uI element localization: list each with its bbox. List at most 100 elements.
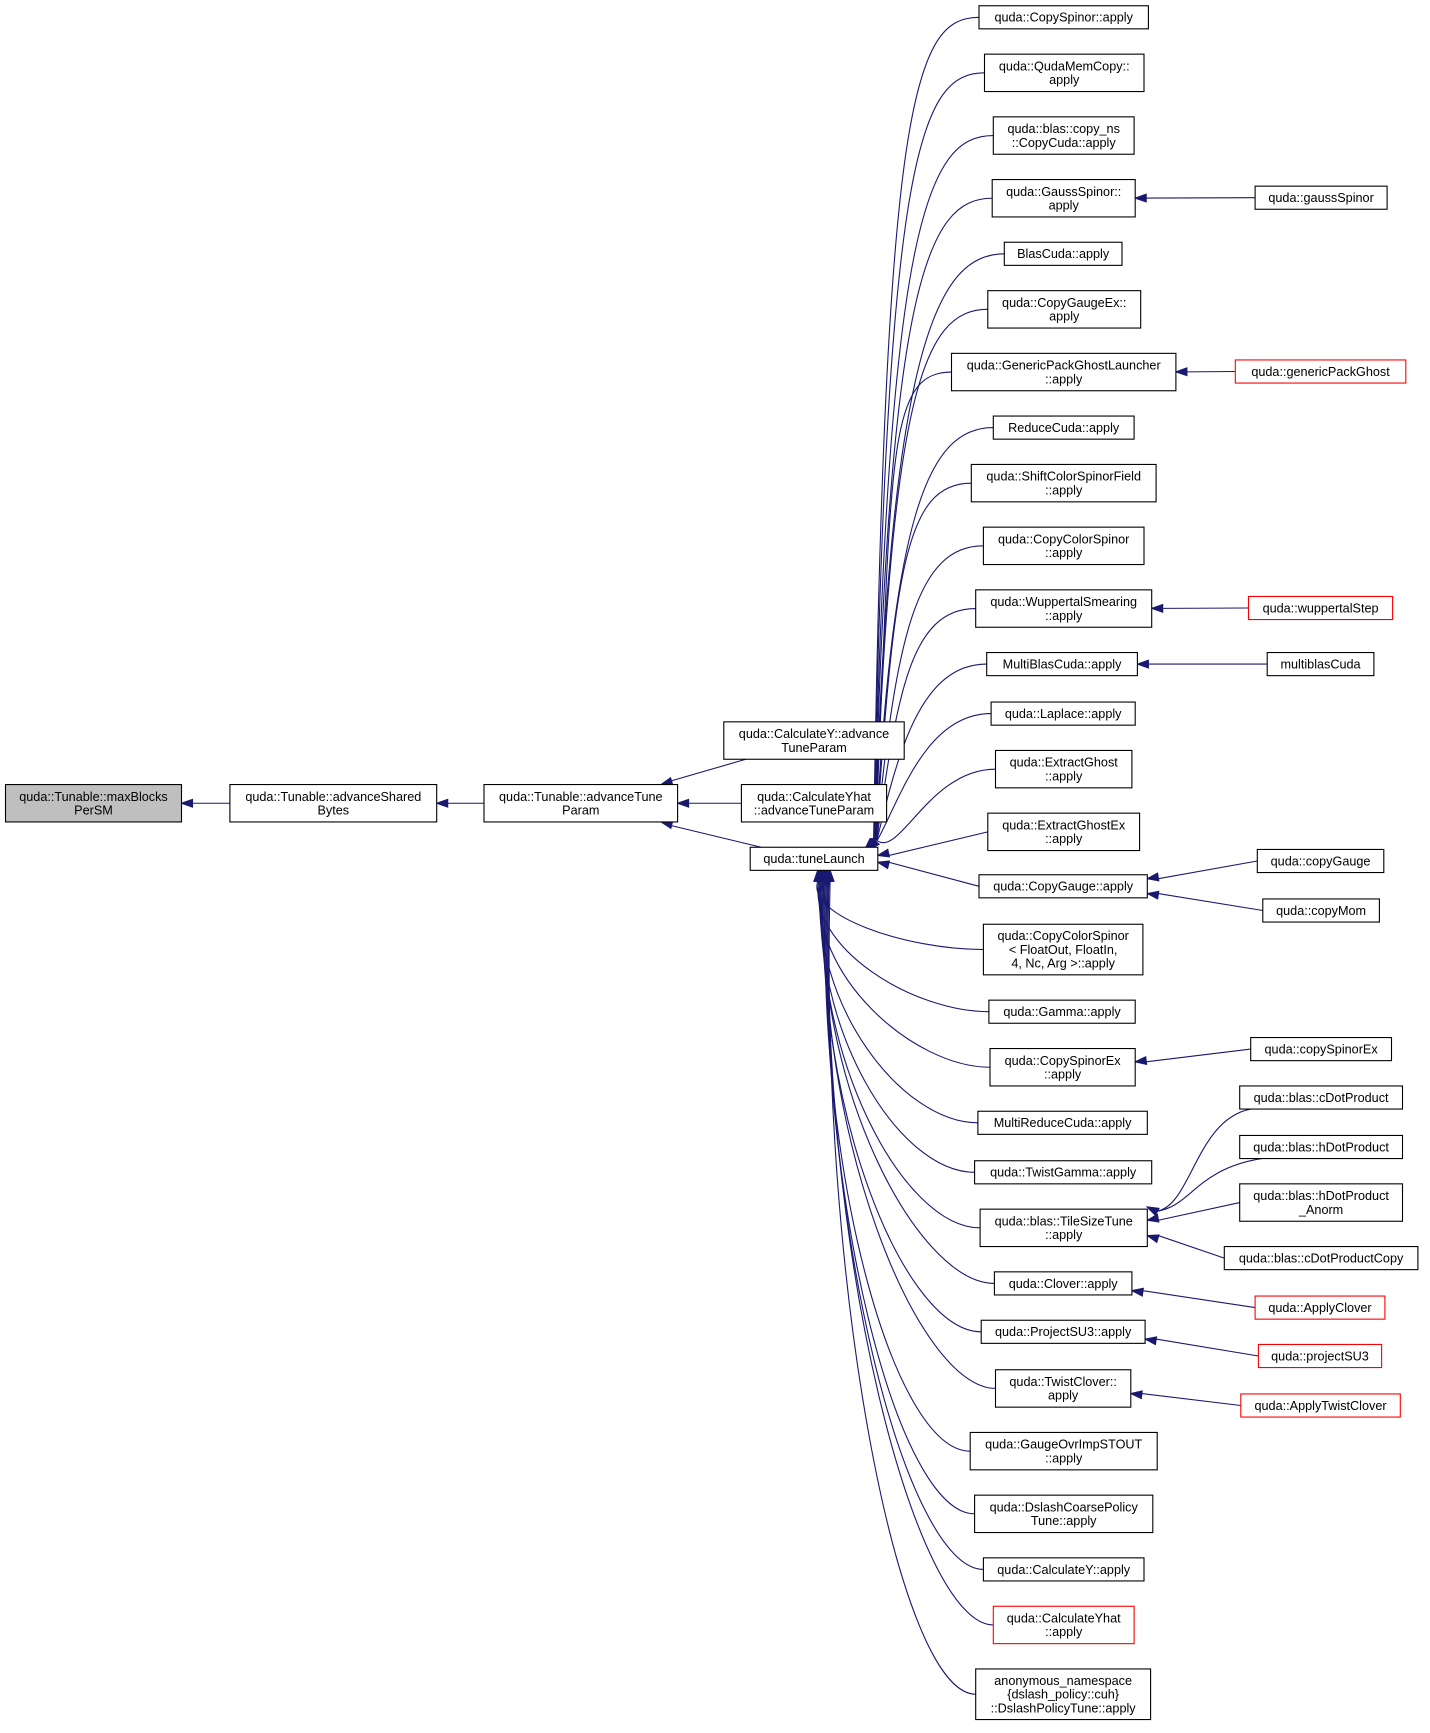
node-box[interactable] <box>1266 652 1375 677</box>
node-box[interactable] <box>1254 185 1388 210</box>
node-box[interactable] <box>1239 1134 1404 1160</box>
node-box[interactable] <box>991 179 1136 218</box>
node-box[interactable] <box>1234 359 1407 384</box>
node-copy-cuda-apply[interactable]: quda::blas::copy_ns::CopyCuda::apply <box>992 116 1135 155</box>
node-gamma-apply[interactable]: quda::Gamma::apply <box>988 999 1136 1024</box>
node-box[interactable] <box>993 1271 1133 1296</box>
node-copy-spinor-ex-apply[interactable]: quda::CopySpinorEx::apply <box>989 1048 1136 1087</box>
node-calculate-y-apply[interactable]: quda::CalculateY::apply <box>982 1557 1145 1582</box>
node-wuppertal-step[interactable]: quda::wuppertalStep <box>1247 595 1394 621</box>
node-box[interactable] <box>483 784 679 823</box>
node-gauss-spinor[interactable]: quda::gaussSpinor <box>1254 185 1388 210</box>
node-copy-gauge-ex-apply[interactable]: quda::CopyGaugeEx::apply <box>987 290 1142 329</box>
node-copy-gauge-apply[interactable]: quda::CopyGauge::apply <box>978 874 1148 899</box>
node-box[interactable] <box>983 53 1145 93</box>
node-tile-size-tune-apply[interactable]: quda::blas::TileSizeTune::apply <box>979 1208 1148 1248</box>
node-box[interactable] <box>969 1431 1158 1471</box>
node-box[interactable] <box>978 5 1149 30</box>
node-box[interactable] <box>1256 848 1385 874</box>
node-dslash-policy-tune-apply[interactable]: anonymous_namespace{dslash_policy::cuh}:… <box>975 1668 1152 1721</box>
node-box[interactable] <box>1003 241 1123 266</box>
node-tune-launch[interactable]: quda::tuneLaunch <box>749 846 879 871</box>
node-shift-color-spinor-field-apply[interactable]: quda::ShiftColorSpinorField::apply <box>970 463 1157 503</box>
node-box[interactable] <box>970 463 1157 503</box>
node-twist-clover-apply[interactable]: quda::TwistClover::apply <box>994 1369 1132 1408</box>
node-twist-gamma-apply[interactable]: quda::TwistGamma::apply <box>974 1160 1153 1185</box>
node-clover-apply[interactable]: quda::Clover::apply <box>993 1271 1133 1296</box>
node-box[interactable] <box>989 1048 1136 1087</box>
node-box[interactable] <box>975 589 1153 628</box>
node-box[interactable] <box>982 923 1144 976</box>
node-box[interactable] <box>994 1369 1132 1408</box>
node-reduce-cuda-apply[interactable]: ReduceCuda::apply <box>992 415 1135 440</box>
node-calculate-yhat-advance-tune-param[interactable]: quda::CalculateYhat::advanceTuneParam <box>740 784 888 823</box>
node-box[interactable] <box>979 1208 1148 1248</box>
node-advance-tune-param[interactable]: quda::Tunable::advanceTuneParam <box>483 784 679 823</box>
node-extract-ghost-ex-apply[interactable]: quda::ExtractGhostEx::apply <box>987 812 1141 852</box>
node-box[interactable] <box>987 812 1141 852</box>
node-box[interactable] <box>974 1160 1153 1185</box>
node-box[interactable] <box>982 1557 1145 1582</box>
node-box[interactable] <box>950 352 1177 392</box>
node-copy-mom[interactable]: quda::copyMom <box>1262 898 1380 923</box>
node-apply-twist-clover[interactable]: quda::ApplyTwistClover <box>1240 1393 1401 1418</box>
node-box[interactable] <box>1240 1393 1401 1418</box>
node-box[interactable] <box>723 721 905 760</box>
node-copy-color-spinor-apply[interactable]: quda::CopyColorSpinor::apply <box>982 526 1145 566</box>
node-quda-mem-copy-apply[interactable]: quda::QudaMemCopy::apply <box>983 53 1145 93</box>
node-box[interactable] <box>974 1494 1154 1534</box>
node-box[interactable] <box>980 1319 1146 1344</box>
node-box[interactable] <box>4 784 183 823</box>
node-extract-ghost-apply[interactable]: quda::ExtractGhost::apply <box>994 749 1133 789</box>
node-box[interactable] <box>978 874 1148 899</box>
node-box[interactable] <box>1257 1343 1383 1369</box>
node-box[interactable] <box>1223 1246 1419 1271</box>
node-box[interactable] <box>992 116 1135 155</box>
node-h-dot-product-anorm[interactable]: quda::blas::hDotProduct_Anorm <box>1239 1183 1404 1222</box>
node-gauss-spinor-apply[interactable]: quda::GaussSpinor::apply <box>991 179 1136 218</box>
node-box[interactable] <box>1247 595 1394 621</box>
node-box[interactable] <box>977 1110 1148 1135</box>
node-box[interactable] <box>1254 1295 1386 1320</box>
node-blas-cuda-apply[interactable]: BlasCuda::apply <box>1003 241 1123 266</box>
node-wuppertal-smearing-apply[interactable]: quda::WuppertalSmearing::apply <box>975 589 1153 628</box>
node-apply-clover[interactable]: quda::ApplyClover <box>1254 1295 1386 1320</box>
node-box[interactable] <box>1250 1037 1393 1062</box>
node-box[interactable] <box>987 290 1142 329</box>
node-calculate-y-advance-tune-param[interactable]: quda::CalculateY::advanceTuneParam <box>723 721 905 760</box>
node-c-dot-product-copy[interactable]: quda::blas::cDotProductCopy <box>1223 1246 1419 1271</box>
node-copy-spinor-ex[interactable]: quda::copySpinorEx <box>1250 1037 1393 1062</box>
node-multi-reduce-cuda-apply[interactable]: MultiReduceCuda::apply <box>977 1110 1148 1135</box>
node-box[interactable] <box>992 415 1135 440</box>
node-box[interactable] <box>1262 898 1380 923</box>
node-multiblas-cuda[interactable]: multiblasCuda <box>1266 652 1375 677</box>
node-box[interactable] <box>990 701 1136 726</box>
node-copy-gauge[interactable]: quda::copyGauge <box>1256 848 1385 874</box>
node-gauge-ovr-imp-stout-apply[interactable]: quda::GaugeOvrImpSTOUT::apply <box>969 1431 1158 1471</box>
node-box[interactable] <box>992 1605 1135 1645</box>
node-generic-pack-ghost[interactable]: quda::genericPackGhost <box>1234 359 1407 384</box>
node-h-dot-product[interactable]: quda::blas::hDotProduct <box>1239 1134 1404 1160</box>
node-box[interactable] <box>1239 1085 1404 1110</box>
node-box[interactable] <box>229 784 438 823</box>
node-generic-pack-ghost-launcher-apply[interactable]: quda::GenericPackGhostLauncher::apply <box>950 352 1177 392</box>
node-c-dot-product[interactable]: quda::blas::cDotProduct <box>1239 1085 1404 1110</box>
node-box[interactable] <box>749 846 879 871</box>
node-box[interactable] <box>1239 1183 1404 1222</box>
node-box[interactable] <box>975 1668 1152 1721</box>
node-project-su3-apply[interactable]: quda::ProjectSU3::apply <box>980 1319 1146 1344</box>
node-copy-spinor-apply[interactable]: quda::CopySpinor::apply <box>978 5 1149 30</box>
node-multi-blas-cuda-apply[interactable]: MultiBlasCuda::apply <box>986 652 1138 677</box>
node-box[interactable] <box>982 526 1145 566</box>
node-box[interactable] <box>994 749 1133 789</box>
node-box[interactable] <box>986 652 1138 677</box>
node-box[interactable] <box>988 999 1136 1024</box>
node-box[interactable] <box>740 784 888 823</box>
node-calculate-yhat-apply[interactable]: quda::CalculateYhat::apply <box>992 1605 1135 1645</box>
node-laplace-apply[interactable]: quda::Laplace::apply <box>990 701 1136 726</box>
node-copy-color-spinor-t-apply[interactable]: quda::CopyColorSpinor< FloatOut, FloatIn… <box>982 923 1144 976</box>
node-project-su3[interactable]: quda::projectSU3 <box>1257 1343 1383 1369</box>
